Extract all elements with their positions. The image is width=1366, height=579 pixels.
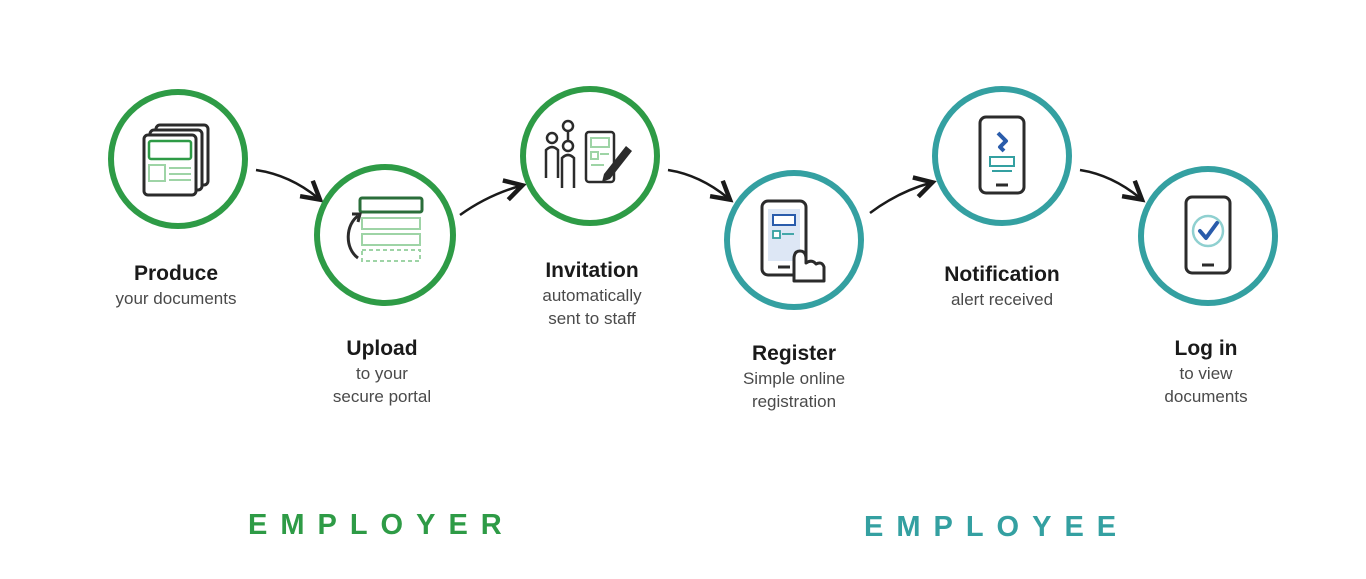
step-register-circle <box>724 170 864 310</box>
arrow-notification-login <box>1079 168 1146 203</box>
arrow-upload-invitation <box>459 178 527 217</box>
register-phone-icon <box>760 199 826 283</box>
step-desc: registration <box>751 392 837 411</box>
step-upload-circle <box>314 164 456 306</box>
step-desc: automatically <box>542 286 642 305</box>
notification-phone-icon <box>978 115 1026 195</box>
checkmark-icon <box>1198 221 1219 240</box>
step-login-circle <box>1138 166 1278 306</box>
step-invitation-circle <box>520 86 660 226</box>
upload-icon <box>346 196 424 262</box>
step-upload-label: Upload to your secure portal <box>272 336 492 408</box>
step-desc: sent to staff <box>548 309 636 328</box>
step-login-label: Log in to view documents <box>1096 336 1316 408</box>
step-desc: documents <box>1164 387 1248 406</box>
group-employer: EMPLOYER <box>248 509 515 541</box>
step-desc: your documents <box>115 289 237 308</box>
step-produce-label: Produce your documents <box>66 261 286 310</box>
step-desc: to your <box>356 364 408 383</box>
step-title: Upload <box>346 337 418 360</box>
documents-icon <box>142 123 210 197</box>
step-produce-circle <box>108 89 248 229</box>
invitation-icon <box>544 119 632 188</box>
step-invitation-label: Invitation automatically sent to staff <box>482 258 702 330</box>
step-title: Log in <box>1174 337 1238 360</box>
arrow-register-notification <box>869 175 937 215</box>
step-desc: to view <box>1179 364 1233 383</box>
arrow-invitation-register <box>667 168 734 203</box>
login-phone-icon <box>1184 195 1232 275</box>
arrow-produce-upload <box>255 168 324 203</box>
step-title: Produce <box>133 262 219 285</box>
step-desc: alert received <box>950 290 1054 309</box>
step-title: Register <box>751 342 837 365</box>
step-title: Notification <box>944 263 1060 286</box>
step-notification-label: Notification alert received <box>892 262 1112 311</box>
step-notification-circle <box>932 86 1072 226</box>
step-desc: secure portal <box>332 387 432 406</box>
step-desc: Simple online <box>742 369 846 388</box>
step-title: Invitation <box>545 259 639 282</box>
group-employee: EMPLOYEE <box>864 511 1130 543</box>
step-register-label: Register Simple online registration <box>684 341 904 413</box>
